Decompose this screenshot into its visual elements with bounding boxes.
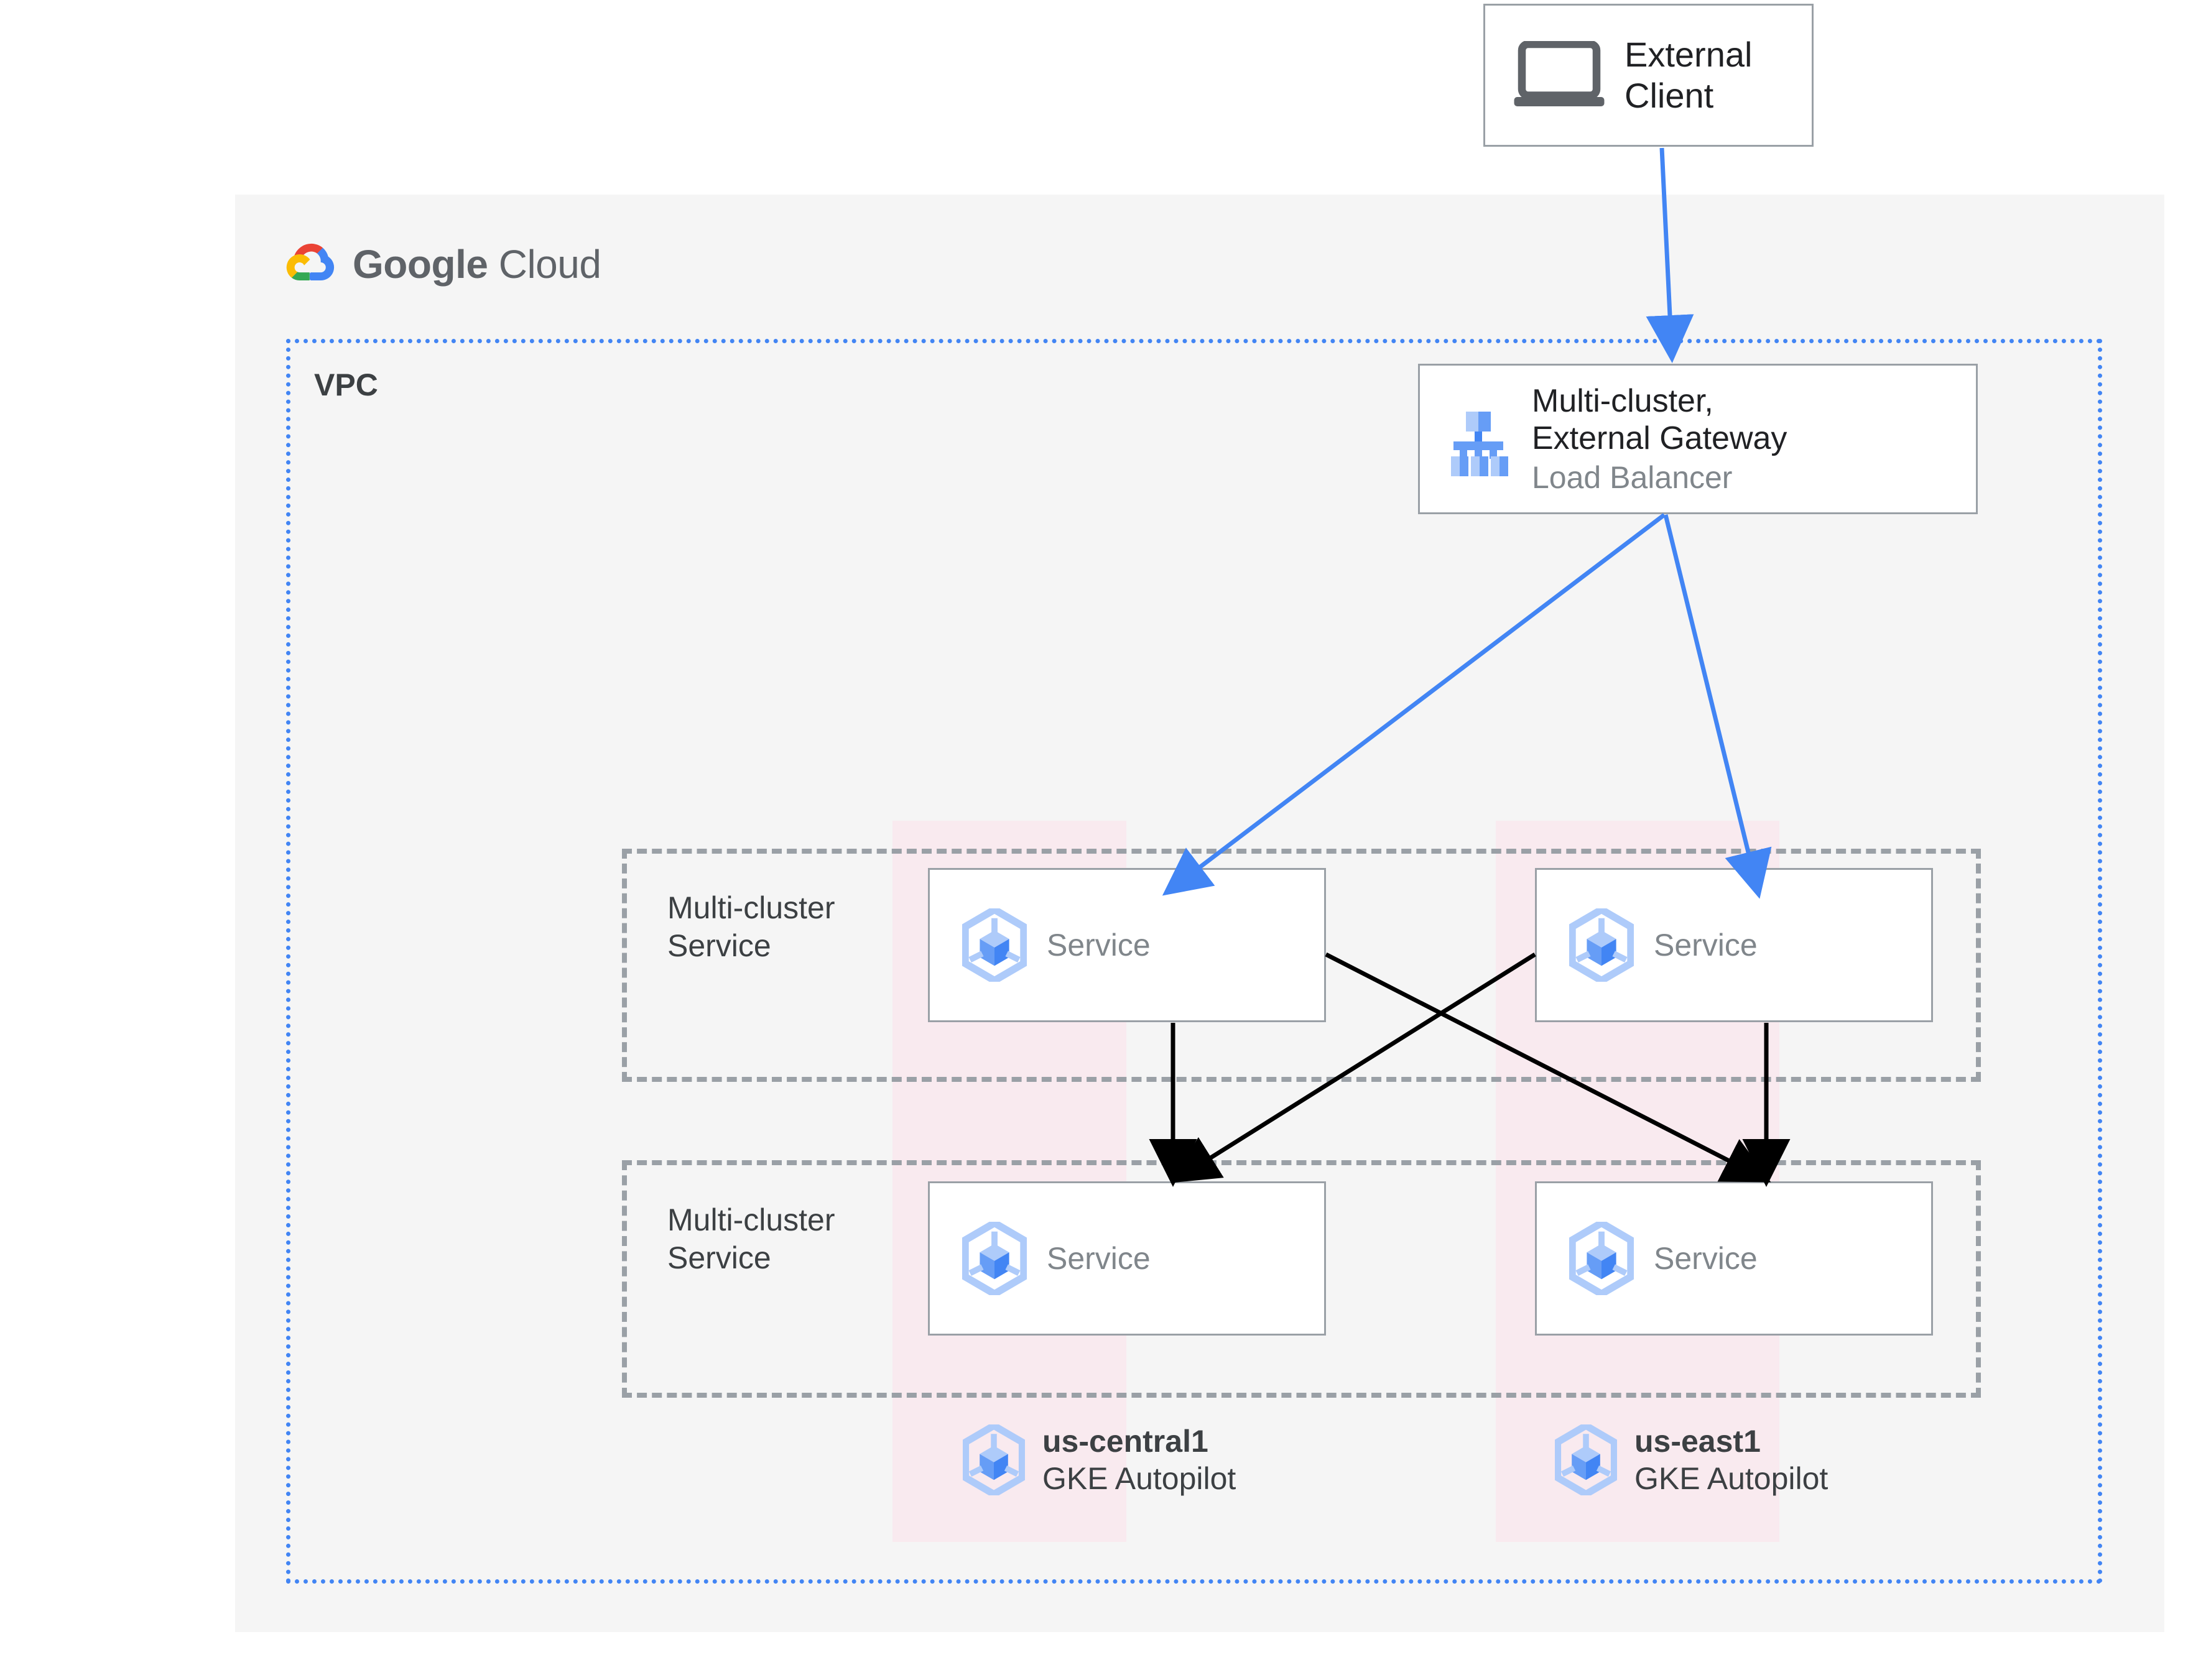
gateway-title: Multi-cluster, External Gateway (1532, 382, 1787, 458)
laptop-icon (1513, 40, 1606, 109)
mcs-label-2-line1: Multi-cluster (667, 1202, 835, 1237)
cluster-footer-text: us-east1 GKE Autopilot (1634, 1423, 1828, 1497)
external-client-line2: Client (1625, 76, 1714, 115)
gateway-title-line1: Multi-cluster, (1532, 382, 1713, 419)
cluster-footer-us-east1: us-east1 GKE Autopilot (1554, 1421, 1828, 1498)
service-node-bottom-right[interactable]: Service (1535, 1181, 1933, 1336)
cluster-name: us-central1 (1042, 1424, 1208, 1459)
mcs-label-2-line2: Service (667, 1240, 771, 1275)
gateway-text-block: Multi-cluster, External Gateway Load Bal… (1532, 382, 1787, 496)
cluster-type: GKE Autopilot (1634, 1461, 1829, 1496)
service-label: Service (1047, 928, 1151, 962)
external-client-node[interactable]: External Client (1483, 4, 1814, 147)
multi-cluster-service-label-2: Multi-cluster Service (667, 1201, 835, 1277)
external-client-line1: External (1625, 34, 1753, 74)
cluster-type: GKE Autopilot (1042, 1461, 1236, 1496)
google-cloud-logo-text: Google Cloud (353, 241, 601, 287)
cluster-name: us-east1 (1634, 1424, 1761, 1459)
cluster-footer-us-central1: us-central1 GKE Autopilot (962, 1421, 1236, 1498)
google-cloud-logo: Google Cloud (283, 230, 756, 298)
vpc-label: VPC (314, 367, 378, 402)
service-node-bottom-left[interactable]: Service (928, 1181, 1326, 1336)
logo-word-google: Google (353, 242, 488, 287)
service-label: Service (1654, 1241, 1758, 1276)
mcs-label-1-line1: Multi-cluster (667, 890, 835, 925)
gke-cluster-icon (962, 1421, 1026, 1498)
google-cloud-logo-icon (283, 238, 336, 291)
cluster-footer-text: us-central1 GKE Autopilot (1042, 1423, 1236, 1497)
service-label: Service (1047, 1241, 1151, 1276)
service-node-top-right[interactable]: Service (1535, 868, 1933, 1022)
load-balancer-icon (1439, 399, 1518, 479)
gateway-title-line2: External Gateway (1532, 420, 1787, 456)
gke-service-icon (961, 1219, 1028, 1298)
multi-cluster-service-label-1: Multi-cluster Service (667, 889, 835, 965)
mcs-label-1-line2: Service (667, 928, 771, 963)
service-label: Service (1654, 928, 1758, 962)
multi-cluster-external-gateway-node[interactable]: Multi-cluster, External Gateway Load Bal… (1418, 364, 1978, 514)
vpc-boundary (286, 339, 2102, 1584)
gke-service-icon (1568, 905, 1635, 985)
external-client-label: External Client (1625, 34, 1752, 116)
gke-cluster-icon (1554, 1421, 1618, 1498)
logo-word-cloud: Cloud (498, 242, 601, 287)
service-node-top-left[interactable]: Service (928, 868, 1326, 1022)
gateway-subtitle: Load Balancer (1532, 460, 1733, 496)
gke-service-icon (1568, 1219, 1635, 1298)
gke-service-icon (961, 905, 1028, 985)
